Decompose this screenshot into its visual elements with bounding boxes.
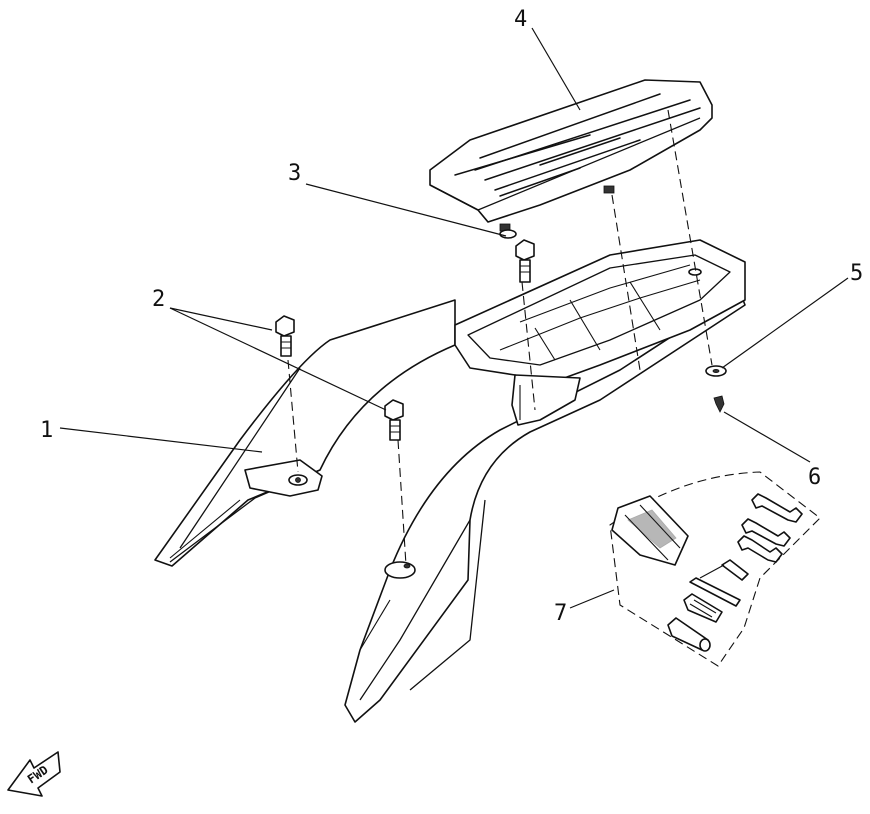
bolt-left (275, 315, 295, 357)
bolt-center (499, 229, 535, 283)
washer (705, 365, 727, 377)
callout-3: 3 (288, 161, 301, 186)
screw (713, 395, 725, 413)
forward-badge: FWD (7, 751, 61, 797)
callout-5: 5 (850, 261, 863, 286)
callout-4: 4 (514, 7, 527, 32)
carrier-frame (154, 239, 746, 723)
leader-lines (59, 27, 849, 609)
bolt-right (384, 399, 404, 441)
callout-1: 1 (40, 418, 53, 443)
assembly-lines (287, 109, 713, 566)
callout-6: 6 (808, 465, 821, 490)
tool-kit (609, 471, 821, 667)
callout-7: 7 (554, 601, 567, 626)
callout-2: 2 (152, 287, 165, 312)
forward-arrow-icon (7, 751, 61, 797)
top-plate (429, 79, 713, 232)
